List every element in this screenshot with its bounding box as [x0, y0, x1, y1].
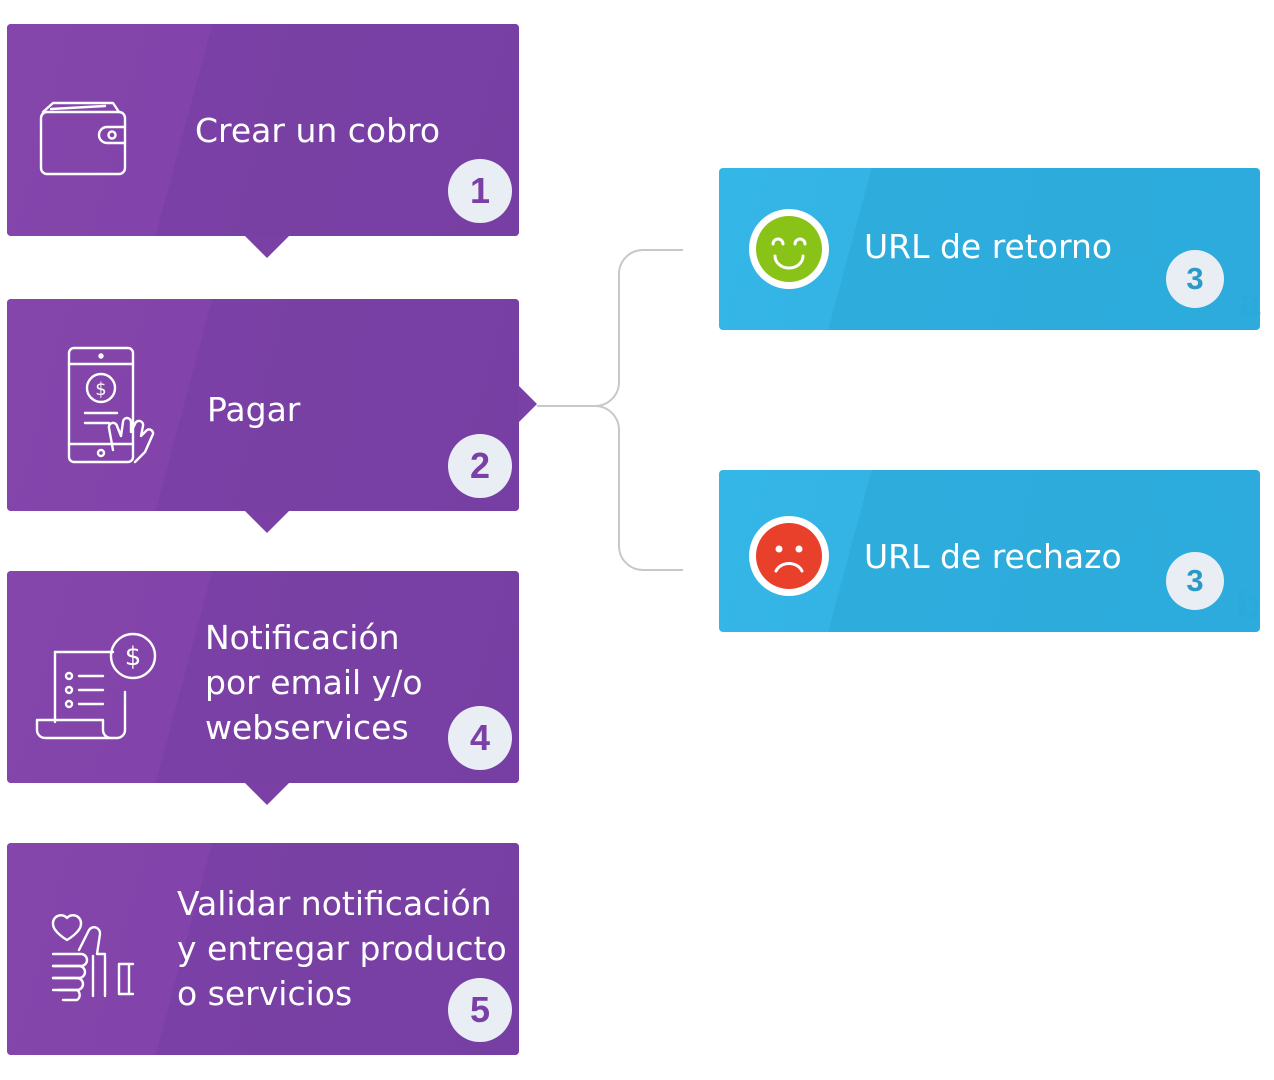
step-notification: $ Notificación por email y/o webservices… [7, 571, 519, 805]
step-number-badge: 2 [448, 434, 512, 498]
invoice-dollar-icon: $ [33, 612, 163, 742]
branch-connector [537, 249, 683, 571]
result-suffix: a [1238, 282, 1260, 324]
step-label: Pagar [207, 390, 301, 429]
result-suffix: b [1236, 584, 1260, 626]
result-label: URL de retorno [864, 227, 1113, 266]
arrow-down [245, 511, 289, 533]
step-label-line: webservices [205, 708, 409, 747]
step-number-badge: 1 [448, 159, 512, 223]
step-background [7, 299, 519, 511]
result-reject-url: URL de rechazo 3 b [719, 470, 1260, 632]
step-background [7, 843, 519, 1055]
result-number-badge: 3 [1166, 250, 1224, 308]
step-number-badge: 5 [448, 978, 512, 1042]
step-label-line: Notificación [205, 618, 400, 657]
sad-face-icon [749, 516, 829, 596]
step-validate: Validar notificación y entregar producto… [7, 843, 519, 1055]
thumbs-up-heart-icon [33, 884, 153, 1014]
step-label: Crear un cobro [195, 111, 441, 150]
step-number-badge: 4 [448, 706, 512, 770]
step-label: Validar notificación y entregar producto… [177, 881, 507, 1016]
step-label-line: y entregar producto [177, 929, 507, 968]
svg-text:$: $ [95, 379, 106, 400]
arrow-down [245, 236, 289, 258]
result-number-badge: 3 [1166, 552, 1224, 610]
result-label: URL de rechazo [864, 537, 1122, 576]
arrow-down [245, 783, 289, 805]
step-create-charge: Crear un cobro 1 [7, 24, 519, 258]
mobile-payment-icon: $ [57, 340, 167, 470]
step-label-line: por email y/o [205, 663, 423, 702]
step-label-line: o servicios [177, 974, 353, 1013]
step-background [7, 24, 519, 236]
svg-text:$: $ [125, 642, 142, 672]
happy-face-icon [749, 209, 829, 289]
step-pay: $ Pagar 2 [7, 299, 537, 533]
step-label: Notificación por email y/o webservices [205, 615, 423, 750]
result-return-url: URL de retorno 3 a [719, 168, 1260, 330]
step-label-line: Validar notificación [177, 884, 492, 923]
wallet-icon [33, 65, 143, 195]
arrow-right [519, 386, 537, 422]
